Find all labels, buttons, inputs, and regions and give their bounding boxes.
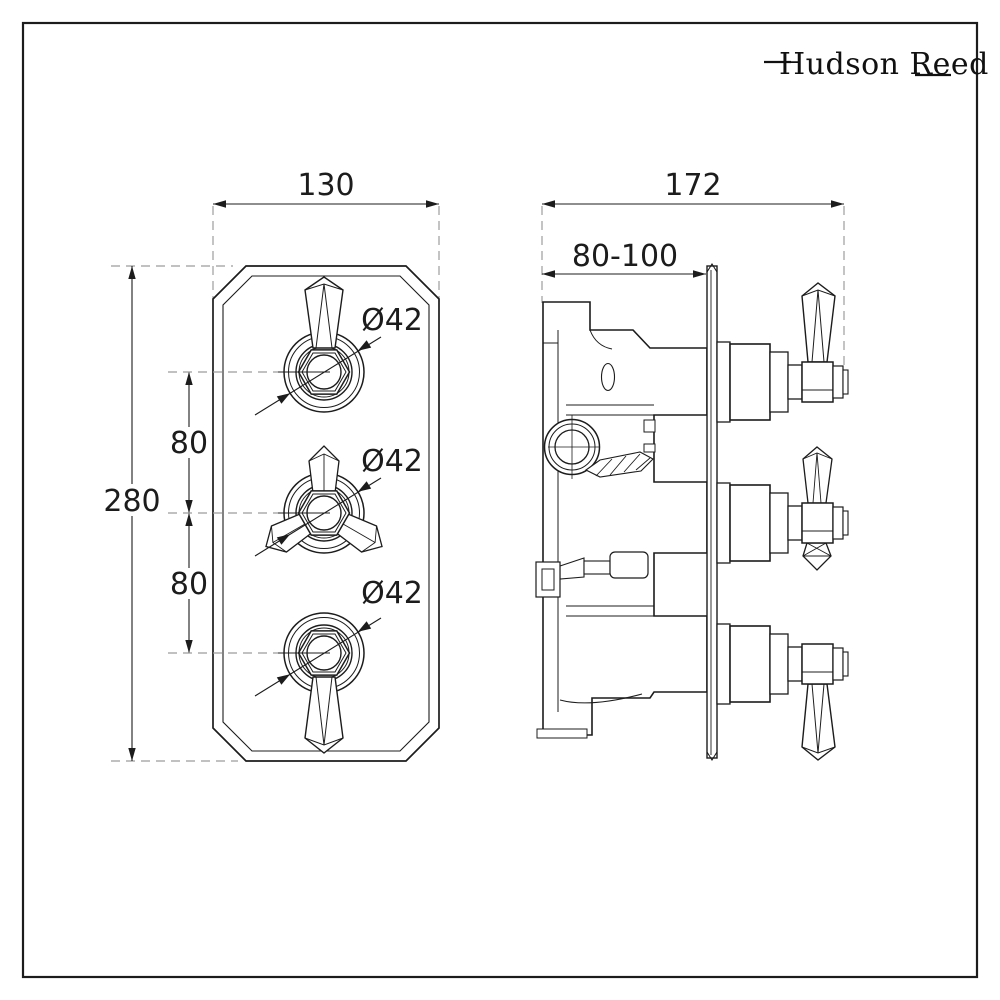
dim-front-height: 280 [103, 266, 161, 761]
lever-up [304, 276, 344, 349]
dim-diameter-bottom-label: Ø42 [361, 576, 423, 611]
body-foot [536, 728, 588, 739]
front-handle-bottom [167, 612, 382, 754]
drawing-frame [21, 21, 979, 979]
dim-handle-spacing-lower: 80 [164, 513, 214, 653]
dim-spacing-upper-label: 80 [170, 426, 208, 461]
body-lug [600, 362, 616, 392]
dim-handle-spacing-upper: 80 [164, 372, 214, 513]
body-hatched-bracket [584, 451, 654, 478]
side-lever-up [801, 282, 836, 363]
dim-spacing-lower-label: 80 [170, 567, 208, 602]
lever-down [304, 676, 344, 754]
body-inlet-port [543, 415, 601, 479]
dim-side-depth-label: 172 [664, 168, 721, 203]
side-handle-bottom [716, 623, 849, 761]
front-handle-top [167, 276, 382, 416]
brand-logo-text: Hudson Reed [779, 47, 989, 82]
body-linkage [559, 551, 649, 580]
side-valve-body [535, 301, 708, 739]
dim-diameter-middle-label: Ø42 [361, 444, 423, 479]
side-handle-top [716, 282, 849, 423]
brand-logo: Hudson Reed [764, 47, 989, 82]
dim-front-width-label: 130 [297, 168, 354, 203]
body-silhouette [542, 301, 708, 736]
dim-diameter-top-label: Ø42 [361, 303, 423, 338]
dim-side-depth: 172 [542, 168, 844, 208]
side-handle-middle [716, 446, 849, 571]
front-view: 130 280 80 80 [103, 168, 440, 762]
dim-side-recess-label: 80-100 [572, 239, 678, 274]
side-cross-up-spoke [802, 446, 833, 504]
side-wall-plate [706, 262, 718, 762]
dim-front-height-label: 280 [103, 484, 160, 519]
dim-side-recess: 80-100 [542, 239, 706, 278]
dim-front-width: 130 [213, 168, 439, 208]
side-view: 172 80-100 [535, 168, 849, 762]
front-plate-inner [222, 275, 430, 752]
body-left-fitting [535, 561, 561, 598]
side-extension-lines [541, 206, 845, 392]
